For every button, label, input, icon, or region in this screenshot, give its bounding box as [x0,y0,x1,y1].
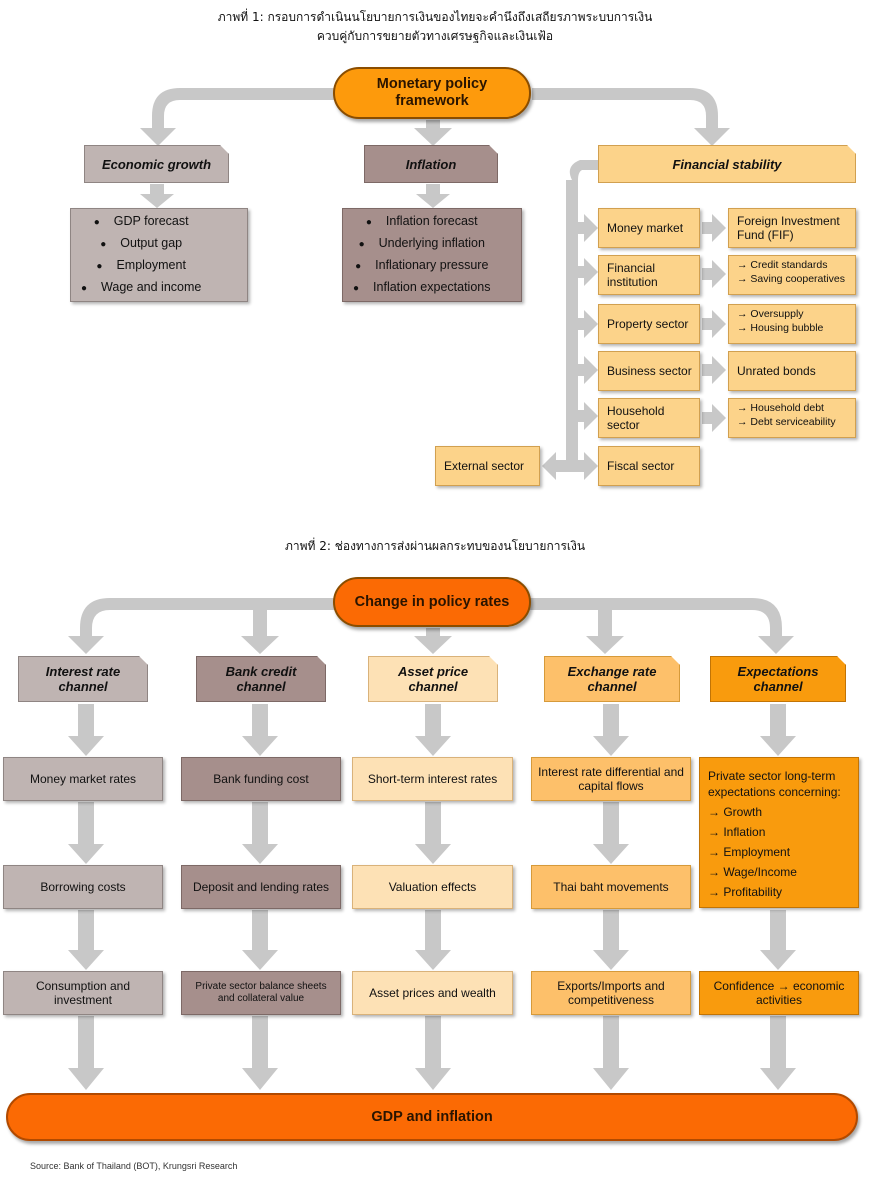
detail-label: Foreign Investment Fund (FIF) [737,214,840,242]
step-bank-funding-cost: Bank funding cost [181,757,341,801]
sector-label: Money market [607,221,684,235]
change-in-policy-rates-node: Change in policy rates [333,577,531,627]
step-label: Private sector long-term expectations co… [708,769,841,799]
step-label: Borrowing costs [40,880,126,894]
step-interest-rate-differential: Interest rate differential and capital f… [531,757,691,801]
sector-financial-institution: Financial institution [598,255,700,295]
sector-external: External sector [435,446,540,486]
list-item: → Inflation [708,825,766,839]
detail-property: → Oversupply → Housing bubble [728,304,856,344]
step-thai-baht-movements: Thai baht movements [531,865,691,909]
channel-header-exchange-rate: Exchange rate channel [544,656,680,702]
sector-fiscal: Fiscal sector [598,446,700,486]
economic-growth-header-label: Economic growth [101,156,212,172]
list-item: Wage and income [81,277,201,299]
monetary-policy-framework-label: Monetary policy framework [376,76,488,109]
step-consumption-investment: Consumption and investment [3,971,163,1015]
step-label: Exports/Imports and competitiveness [557,979,665,1007]
step-label: Money market rates [29,772,137,786]
inflation-header-label: Inflation [405,156,457,172]
list-item: GDP forecast [81,211,201,233]
list-item: Output gap [81,233,201,255]
sector-label: Business sector [607,364,692,378]
channel-header-label: Expectations channel [737,664,819,694]
channel-header-label: Interest rate channel [45,664,121,694]
step-label: Interest rate differential and capital f… [538,765,684,793]
detail-label: → Housing bubble [737,322,824,334]
list-item: → Growth [708,805,763,819]
sector-label: Fiscal sector [607,459,675,473]
sector-property: Property sector [598,304,700,344]
step-exports-imports: Exports/Imports and competitiveness [531,971,691,1015]
gdp-and-inflation-bar: GDP and inflation [6,1093,858,1141]
channel-header-label: Exchange rate channel [567,664,657,694]
step-label: Bank funding cost [213,772,309,786]
sector-label: Property sector [607,317,689,331]
step-valuation-effects: Valuation effects [352,865,513,909]
sector-label: Household sector [607,404,665,432]
detail-household: → Household debt → Debt serviceability [728,398,856,438]
detail-label: → Household debt [737,402,824,414]
list-item: → Employment [708,845,791,859]
inflation-list: Inflation forecast Underlying inflation … [342,208,522,302]
list-item: → Wage/Income [708,865,797,879]
sector-business: Business sector [598,351,700,391]
economic-growth-header: Economic growth [84,145,229,183]
step-label: Private sector balance sheets and collat… [195,981,327,1004]
sector-money-market: Money market [598,208,700,248]
step-deposit-lending-rates: Deposit and lending rates [181,865,341,909]
list-item: Inflationary pressure [353,255,491,277]
channel-header-bank-credit: Bank credit channel [196,656,326,702]
step-label: Consumption and investment [35,979,131,1007]
step-label: Asset prices and wealth [369,986,496,1000]
figure2-title: ภาพที่ 2: ช่องทางการส่งผ่านผลกระทบของนโย… [284,539,586,553]
channel-header-label: Asset price channel [397,664,469,694]
economic-growth-list: GDP forecast Output gap Employment Wage … [70,208,248,302]
step-borrowing-costs: Borrowing costs [3,865,163,909]
channel-header-interest-rate: Interest rate channel [18,656,148,702]
channel-header-label: Bank credit channel [225,664,297,694]
step-label: Short-term interest rates [367,772,498,786]
step-money-market-rates: Money market rates [3,757,163,801]
step-balance-sheets-collateral: Private sector balance sheets and collat… [181,971,341,1015]
detail-money-market: Foreign Investment Fund (FIF) [728,208,856,248]
financial-stability-header: Financial stability [598,145,856,183]
step-short-term-interest-rates: Short-term interest rates [352,757,513,801]
detail-label: → Saving cooperatives [737,273,845,285]
step-asset-prices-wealth: Asset prices and wealth [352,971,513,1015]
detail-label: → Debt serviceability [737,416,836,428]
detail-label: → Oversupply [737,308,804,320]
sector-label: External sector [444,459,525,473]
list-item: → Profitability [708,885,783,899]
detail-financial-institution: → Credit standards → Saving cooperatives [728,255,856,295]
step-label: Valuation effects [388,880,477,894]
source-note: Source: Bank of Thailand (BOT), Krungsri… [30,1161,238,1171]
channel-header-asset-price: Asset price channel [368,656,498,702]
list-item: Inflation forecast [353,211,491,233]
inflation-header: Inflation [364,145,498,183]
detail-label: Unrated bonds [737,364,816,378]
detail-business: Unrated bonds [728,351,856,391]
detail-label: → Credit standards [737,259,828,271]
list-item: Inflation expectations [353,277,490,299]
figure1-title-line1: ภาพที่ 1: กรอบการดำเนินนโยบายการเงินของไ… [217,10,653,24]
list-item: Employment [81,255,201,277]
step-label: Confidence → economic activities [713,979,845,1007]
sector-household: Household sector [598,398,700,438]
monetary-policy-framework-node: Monetary policy framework [333,67,531,119]
figure1-title-line2: ควบคู่กับการขยายตัวทางเศรษฐกิจและเงินเฟ้… [316,29,554,43]
sector-label: Financial institution [607,261,658,289]
step-private-sector-expectations: Private sector long-term expectations co… [699,757,859,908]
channel-header-expectations: Expectations channel [710,656,846,702]
change-in-policy-rates-label: Change in policy rates [354,594,510,610]
financial-stability-header-label: Financial stability [672,156,782,172]
step-confidence-economic-activities: Confidence → economic activities [699,971,859,1015]
list-item: Underlying inflation [353,233,491,255]
step-label: Thai baht movements [553,880,669,894]
step-label: Deposit and lending rates [192,880,330,894]
gdp-and-inflation-label: GDP and inflation [371,1109,493,1125]
